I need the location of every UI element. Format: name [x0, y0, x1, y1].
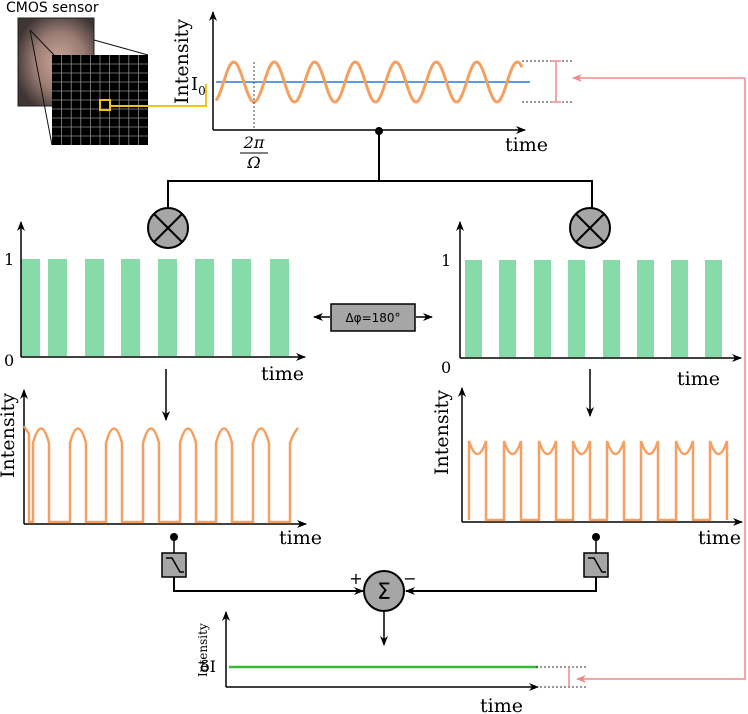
sensor-label: CMOS sensor — [6, 0, 99, 16]
offset-label: I0 — [191, 74, 206, 98]
branch-line — [167, 180, 593, 208]
right-gate-tick-low: 0 — [441, 358, 451, 377]
period-numerator: 2π — [243, 133, 265, 152]
gate-bar — [195, 259, 214, 356]
right-gate-xlabel: time — [677, 368, 720, 390]
left-out-ylabel: Intensity — [0, 393, 19, 478]
gate-bar — [671, 260, 688, 357]
right-gate-bars — [465, 260, 722, 357]
gate-bar — [21, 259, 40, 356]
gate-bar — [85, 259, 104, 356]
left-gate-tick-high: 1 — [4, 250, 14, 269]
gate-bar — [603, 260, 620, 357]
gate-bar — [48, 259, 67, 356]
gate-bar — [705, 260, 722, 357]
left-to-sum — [173, 577, 364, 595]
minus-sign: − — [403, 569, 416, 588]
gate-bar — [637, 260, 654, 357]
phase-shift-label: Δφ=180° — [345, 311, 400, 325]
sinusoid-signal — [214, 60, 524, 104]
gate-bar — [568, 260, 585, 357]
result-value-label: δI — [200, 657, 216, 676]
lowpass-filter-icon — [583, 552, 609, 578]
period-denominator: Ω — [246, 153, 260, 172]
gate-bar — [270, 259, 289, 356]
top-ylabel: Intensity — [171, 19, 193, 104]
right-out-ylabel: Intensity — [431, 390, 453, 475]
left-out-xlabel: time — [279, 527, 322, 549]
right-to-sum — [405, 577, 597, 595]
zoom-line — [29, 29, 55, 56]
top-xlabel: time — [505, 134, 548, 156]
left-gate-tick-low: 0 — [4, 351, 14, 370]
feedback-line-bottom — [576, 78, 746, 683]
result-ylabel: Intensity — [196, 623, 210, 677]
right-gated-signal — [467, 440, 729, 522]
left-gated-signal — [22, 425, 299, 524]
result-xlabel: time — [480, 695, 523, 714]
multiplier-icon — [569, 207, 611, 249]
gate-bar — [499, 260, 516, 357]
split-node — [375, 127, 383, 135]
gate-bar — [465, 260, 482, 357]
lowpass-filter-icon — [161, 552, 187, 578]
gate-bar — [158, 259, 177, 356]
zoom-line — [93, 39, 149, 56]
left-gate-bars — [21, 259, 289, 356]
gate-bar — [534, 260, 551, 357]
gate-bar — [121, 259, 140, 356]
pixel-connector — [109, 84, 207, 107]
right-out-xlabel: time — [698, 527, 741, 549]
right-gate-tick-high: 1 — [441, 251, 451, 270]
left-gate-xlabel: time — [261, 363, 304, 385]
multiplier-icon — [147, 207, 189, 249]
plus-sign: + — [349, 569, 362, 588]
summation-symbol: Σ — [377, 580, 391, 605]
phase-shift-box — [330, 303, 416, 332]
gate-bar — [232, 259, 251, 356]
zoom-line — [29, 29, 53, 146]
